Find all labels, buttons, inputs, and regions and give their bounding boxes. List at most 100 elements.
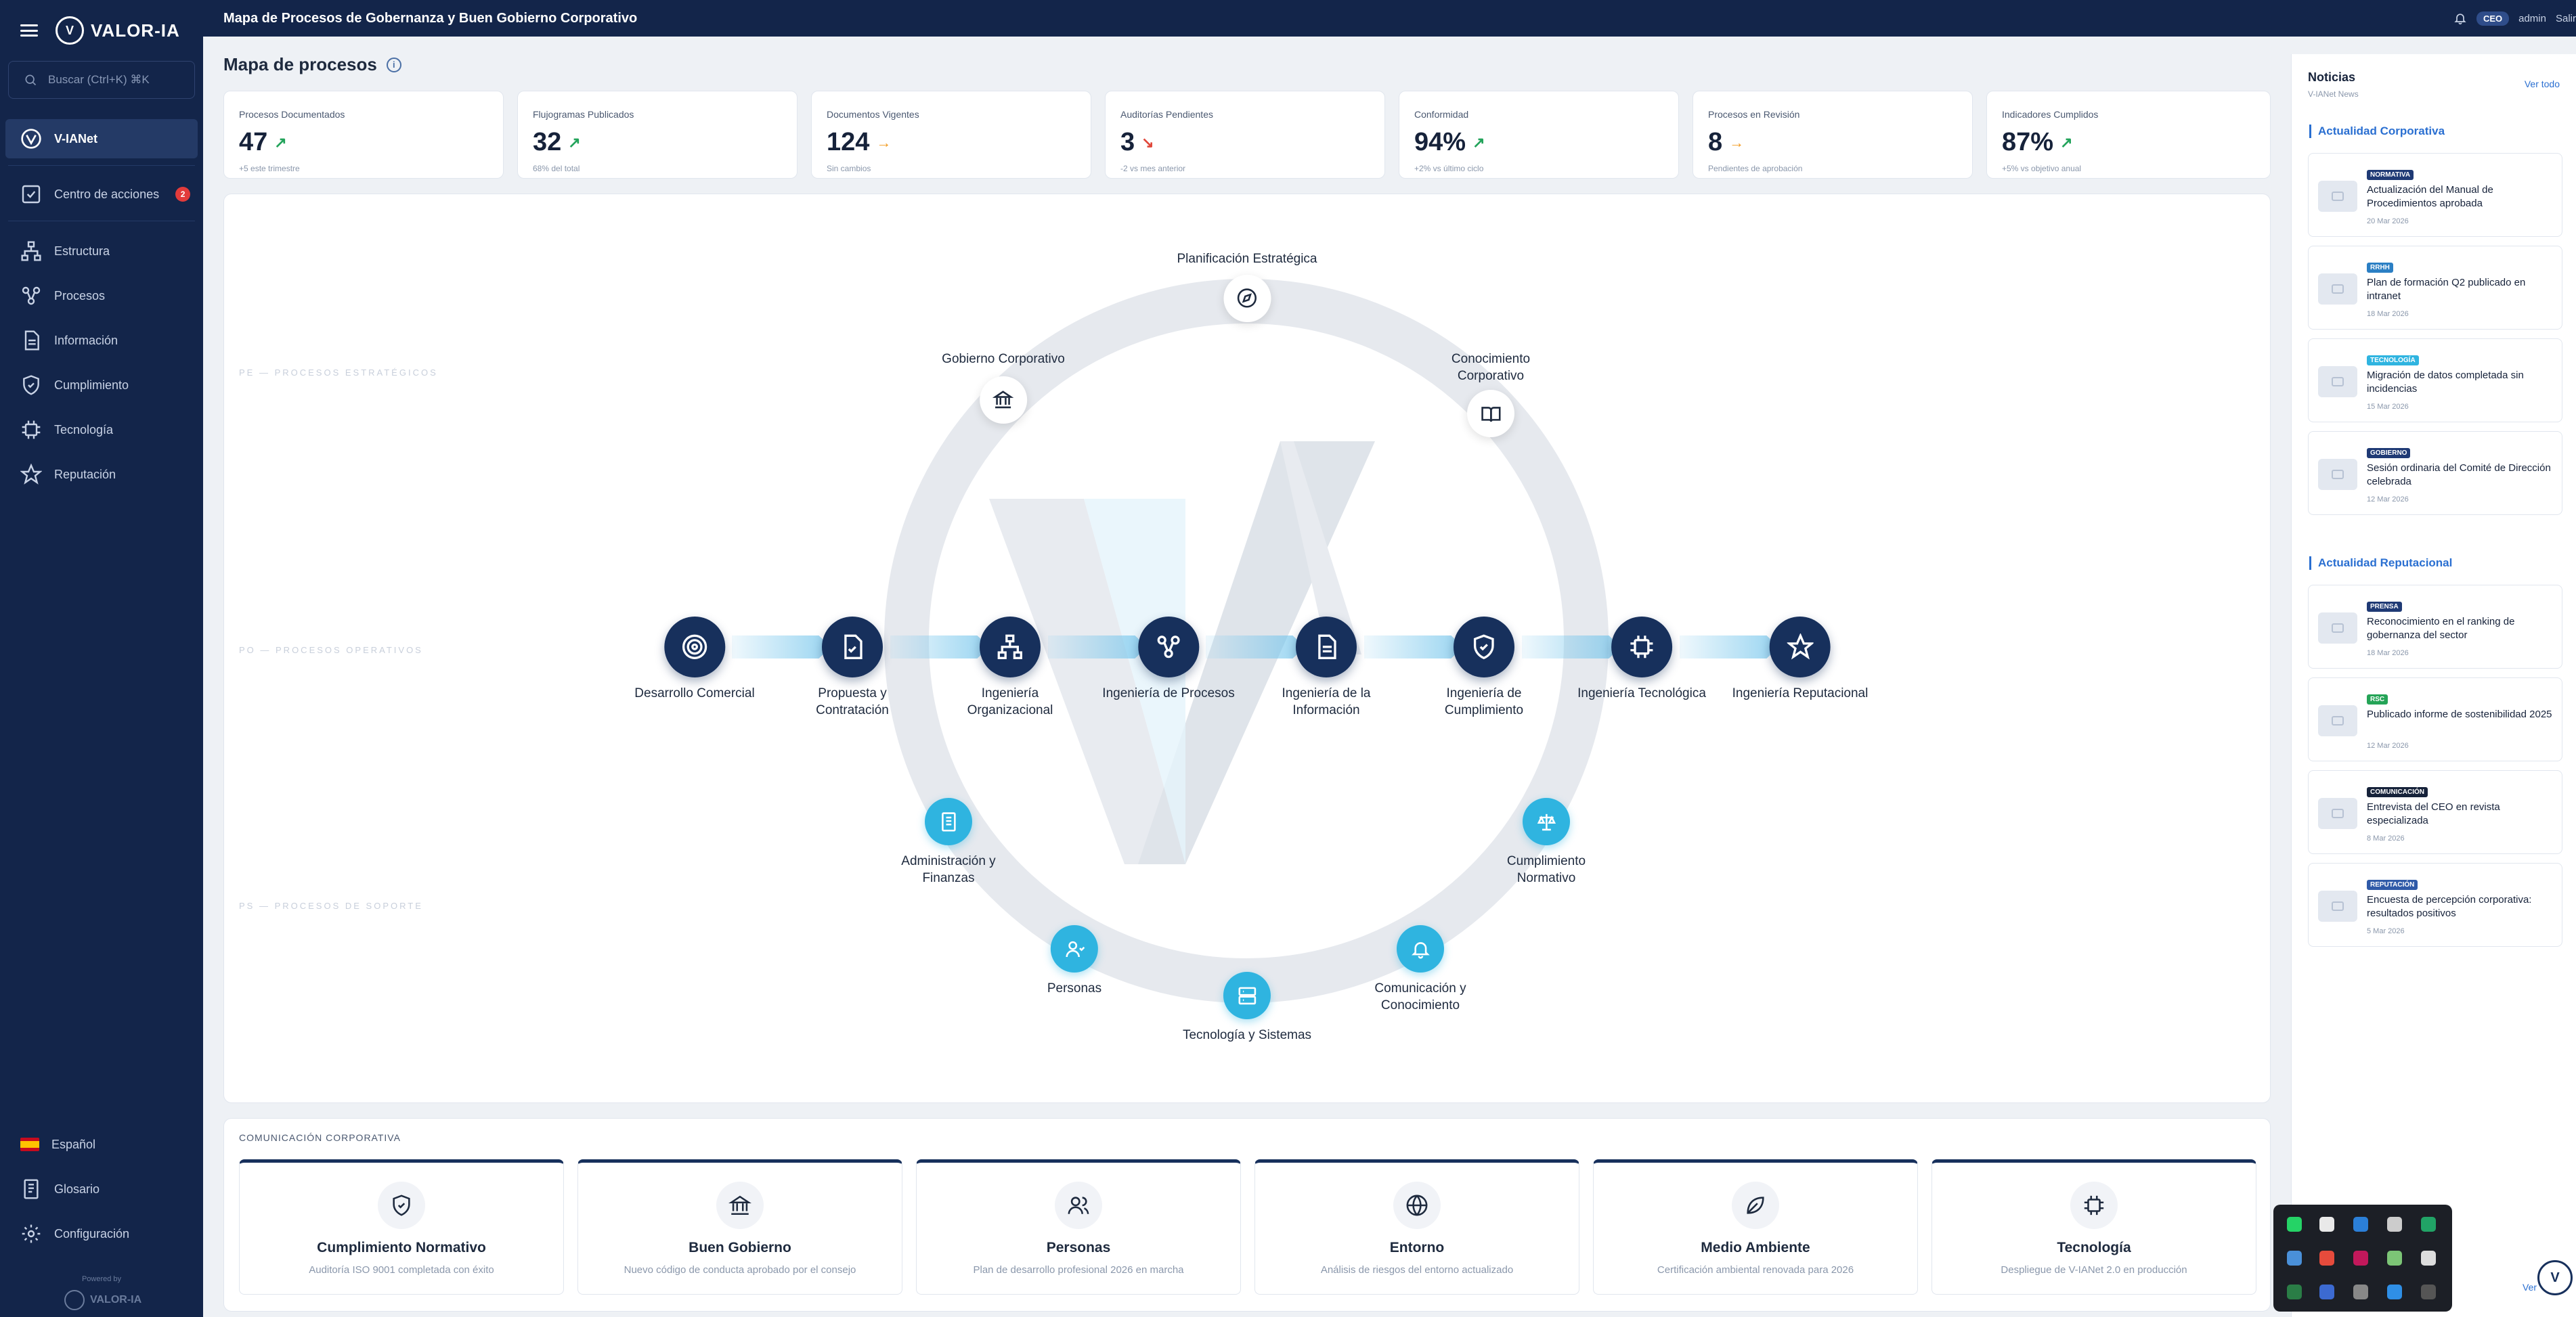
comm-card-desc: Despliegue de V-IANet 2.0 en producción: [2001, 1264, 2187, 1276]
app-icon[interactable]: [2353, 1285, 2368, 1299]
sidebar: V VALOR-IA Buscar (Ctrl+K) ⌘K V-IANet Ce…: [0, 0, 203, 1317]
topbar-user-area: CEO admin Salir: [2453, 0, 2576, 37]
sidebar-item-reputacion[interactable]: Reputación: [5, 455, 198, 494]
comm-card-entorno[interactable]: Entorno Análisis de riesgos del entorno …: [1254, 1159, 1579, 1295]
news-card[interactable]: GOBIERNO Sesión ordinaria del Comité de …: [2308, 431, 2562, 515]
menu-icon[interactable]: [20, 24, 38, 37]
process-gobierno-corporativo[interactable]: Gobierno Corporativo: [942, 351, 1065, 424]
process-propuesta-contratacion[interactable]: Propuesta y Contratación: [795, 617, 910, 719]
app-icon[interactable]: [2287, 1251, 2302, 1266]
process-ingenieria-tecnologica[interactable]: Ingeniería Tecnológica: [1577, 617, 1706, 702]
sidebar-item-vianet[interactable]: V-IANet: [5, 119, 198, 158]
app-logo[interactable]: V VALOR-IA: [56, 16, 180, 45]
news-headline: Reconocimiento en el ranking de gobernan…: [2367, 616, 2515, 641]
app-icon[interactable]: [2421, 1285, 2436, 1299]
comm-card-title: Tecnología: [2057, 1240, 2131, 1255]
news-tag: RSC: [2367, 694, 2388, 705]
see-more-link[interactable]: Ver: [2523, 1282, 2537, 1293]
flow-arrow: [1206, 635, 1305, 658]
user-name[interactable]: admin: [2518, 12, 2546, 24]
sidebar-item-glosario[interactable]: Glosario: [5, 1169, 198, 1209]
process-cumplimiento-normativo[interactable]: Cumplimiento Normativo: [1492, 798, 1600, 887]
assistant-fab[interactable]: V: [2537, 1260, 2573, 1295]
process-ingenieria-reputacional[interactable]: Ingeniería Reputacional: [1732, 617, 1868, 702]
sidebar-item-estructura[interactable]: Estructura: [5, 231, 198, 271]
sidebar-item-informacion[interactable]: Información: [5, 321, 198, 360]
sidebar-item-tecnologia[interactable]: Tecnología: [5, 410, 198, 449]
sidebar-item-procesos[interactable]: Procesos: [5, 276, 198, 315]
process-ingenieria-cumplimiento[interactable]: Ingeniería de Cumplimiento: [1426, 617, 1542, 719]
org-chart-icon: [21, 241, 41, 261]
logout-link[interactable]: Salir: [2555, 12, 2576, 24]
shield-check-icon: [1454, 617, 1514, 677]
news-section-corporate: Actualidad Corporativa: [2309, 125, 2445, 138]
bluetooth-icon[interactable]: [2353, 1217, 2368, 1232]
process-administracion-finanzas[interactable]: Administración y Finanzas: [881, 798, 1016, 887]
search-input[interactable]: Buscar (Ctrl+K) ⌘K: [8, 61, 195, 99]
spreadsheet-icon[interactable]: [2421, 1217, 2436, 1232]
kpi-sub: Sin cambios: [827, 164, 871, 173]
kpi-card[interactable]: Procesos en Revisión 8→ Pendientes de ap…: [1693, 91, 1973, 179]
sidebar-item-cumplimiento[interactable]: Cumplimiento: [5, 365, 198, 405]
app-icon[interactable]: [2287, 1285, 2302, 1299]
process-ingenieria-organizacional[interactable]: Ingeniería Organizacional: [953, 617, 1068, 719]
sidebar-item-centro-acciones[interactable]: Centro de acciones 2: [5, 175, 198, 214]
process-conocimiento-corporativo[interactable]: Conocimiento Corporativo: [1423, 351, 1558, 438]
logo-icon: [21, 129, 41, 149]
app-icon[interactable]: [2319, 1217, 2334, 1232]
sidebar-item-label: V-IANet: [54, 131, 98, 146]
process-tecnologia-sistemas[interactable]: Tecnología y Sistemas: [1183, 972, 1311, 1044]
app-icon[interactable]: [2353, 1251, 2368, 1266]
process-label: Personas: [1047, 981, 1102, 996]
kpi-card[interactable]: Auditorías Pendientes 3↘ -2 vs mes anter…: [1105, 91, 1385, 179]
app-icon[interactable]: [2387, 1285, 2402, 1299]
language-selector[interactable]: Español: [5, 1125, 198, 1164]
chip-icon: [22, 420, 41, 439]
news-card[interactable]: NORMATIVA Actualización del Manual de Pr…: [2308, 153, 2562, 237]
app-icon[interactable]: [2421, 1251, 2436, 1266]
notification-badge: 2: [175, 187, 191, 202]
book-icon: [24, 1179, 39, 1199]
process-desarrollo-comercial[interactable]: Desarrollo Comercial: [634, 617, 755, 702]
news-card[interactable]: COMUNICACIÓN Entrevista del CEO en revis…: [2308, 770, 2562, 854]
comm-card-medio-ambiente[interactable]: Medio Ambiente Certificación ambiental r…: [1593, 1159, 1918, 1295]
news-tag: RRHH: [2367, 263, 2393, 273]
news-card[interactable]: RSC Publicado informe de sostenibilidad …: [2308, 677, 2562, 761]
kpi-card[interactable]: Flujogramas Publicados 32↗ 68% del total: [517, 91, 798, 179]
app-icon[interactable]: [2387, 1251, 2402, 1266]
bell-icon[interactable]: [2453, 12, 2467, 25]
comm-card-buen-gobierno[interactable]: Buen Gobierno Nuevo código de conducta a…: [577, 1159, 902, 1295]
whatsapp-icon[interactable]: [2287, 1217, 2302, 1232]
shield-icon: [23, 375, 39, 395]
process-label: Tecnología y Sistemas: [1182, 1028, 1312, 1042]
kpi-card[interactable]: Documentos Vigentes 124→ Sin cambios: [811, 91, 1091, 179]
image-placeholder-icon: [2318, 612, 2357, 644]
kpi-card[interactable]: Conformidad 94%↗ +2% vs último ciclo: [1399, 91, 1679, 179]
news-card[interactable]: REPUTACIÓN Encuesta de percepción corpor…: [2308, 863, 2562, 947]
process-ingenieria-procesos[interactable]: Ingeniería de Procesos: [1102, 617, 1235, 702]
news-card[interactable]: TECNOLOGÍA Migración de datos completada…: [2308, 338, 2562, 422]
usb-icon[interactable]: [2387, 1217, 2402, 1232]
kpi-card[interactable]: Indicadores Cumplidos 87%↗ +5% vs objeti…: [1986, 91, 2271, 179]
comm-card-cumplimiento[interactable]: Cumplimiento Normativo Auditoría ISO 900…: [239, 1159, 564, 1295]
kpi-card[interactable]: Procesos Documentados 47↗ +5 este trimes…: [223, 91, 504, 179]
process-ingenieria-informacion[interactable]: Ingeniería de la Información: [1269, 617, 1384, 719]
comm-card-tecnologia[interactable]: Tecnología Despliegue de V-IANet 2.0 en …: [1931, 1159, 2256, 1295]
section-title: COMUNICACIÓN CORPORATIVA: [239, 1132, 401, 1143]
page-header-title: Mapa de Procesos de Gobernanza y Buen Go…: [223, 10, 638, 26]
news-date: 5 Mar 2026: [2367, 927, 2405, 935]
see-all-link[interactable]: Ver todo: [2524, 79, 2560, 89]
app-icon[interactable]: [2319, 1251, 2334, 1266]
sidebar-item-configuracion[interactable]: Configuración: [5, 1214, 198, 1253]
process-personas[interactable]: Personas: [1047, 925, 1101, 998]
comm-card-personas[interactable]: Personas Plan de desarrollo profesional …: [916, 1159, 1241, 1295]
process-comunicacion-conocimiento[interactable]: Comunicación y Conocimiento: [1353, 925, 1488, 1014]
news-card[interactable]: PRENSA Reconocimiento en el ranking de g…: [2308, 585, 2562, 669]
chip-icon: [2070, 1182, 2118, 1229]
process-planificacion-estrategica[interactable]: Planificación Estratégica: [1177, 251, 1317, 322]
app-icon[interactable]: [2319, 1285, 2334, 1299]
bell-icon: [1397, 925, 1444, 973]
news-card[interactable]: RRHH Plan de formación Q2 publicado en i…: [2308, 246, 2562, 330]
user-icon: [1051, 925, 1098, 973]
info-icon[interactable]: i: [386, 57, 401, 72]
